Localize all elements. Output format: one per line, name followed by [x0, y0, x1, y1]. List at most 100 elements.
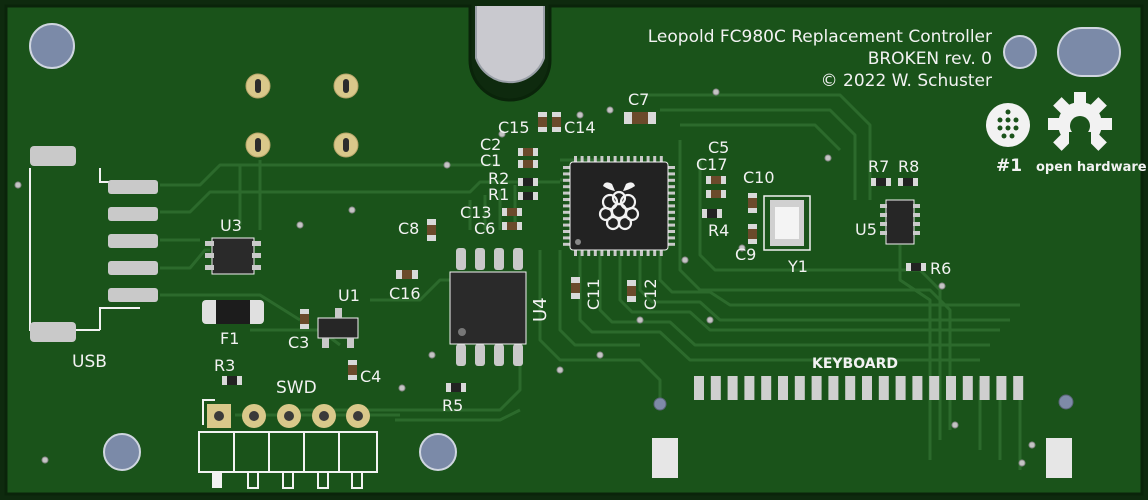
- mcu-pin: [659, 249, 663, 256]
- open-hardware-label: open hardware: [1036, 160, 1147, 175]
- c1-label: C1: [480, 151, 501, 170]
- mcu-pin: [620, 156, 624, 163]
- keyboard-connector-pad: [1013, 376, 1024, 400]
- keyboard-connector-pad: [744, 376, 755, 400]
- c8-capacitor: [427, 219, 436, 241]
- edition-label: #1: [996, 156, 1022, 176]
- c16-label: C16: [389, 284, 421, 303]
- mcu-pin: [667, 178, 675, 182]
- c6-capacitor: [502, 222, 522, 230]
- keyboard-connector-pad: [862, 376, 872, 400]
- u5-ic: [880, 199, 920, 245]
- c14-label: C14: [564, 118, 596, 137]
- mcu-pin: [607, 249, 610, 256]
- board-copyright: © 2022 W. Schuster: [821, 71, 992, 91]
- mcu-pin: [563, 236, 571, 240]
- keyboard-connector-pad: [962, 376, 973, 400]
- r5-resistor: [446, 383, 466, 392]
- board-title: Leopold FC980C Replacement Controller: [648, 27, 992, 47]
- c9-capacitor: [748, 224, 757, 244]
- keyboard-connector-pad: [727, 376, 738, 400]
- r4-label: R4: [708, 221, 729, 240]
- keyboard-connector-pad: [794, 376, 805, 400]
- c4-capacitor: [348, 360, 357, 380]
- r8-label: R8: [898, 157, 919, 176]
- c13-capacitor: [502, 208, 522, 216]
- keyboard-connector-pad: [710, 376, 721, 400]
- swd-header: [198, 399, 378, 489]
- mcu-pin: [563, 191, 571, 195]
- c11-capacitor: [571, 277, 580, 299]
- keyboard-connector-tab-left: [652, 438, 678, 478]
- mcu-pin: [646, 249, 650, 256]
- c15-label: C15: [498, 118, 530, 137]
- r5-label: R5: [442, 396, 463, 415]
- r7-label: R7: [868, 157, 889, 176]
- u1-regulator: [317, 308, 359, 348]
- mcu-pin: [593, 249, 597, 256]
- mcu-pin: [667, 210, 675, 214]
- mcu-pin: [607, 156, 610, 163]
- r8-resistor: [898, 178, 918, 186]
- mcu-pin: [600, 249, 604, 256]
- mounting-hole-bottom-mid: [419, 433, 457, 471]
- keyboard-connector-pad: [895, 376, 906, 400]
- mcu-pin: [563, 210, 571, 214]
- mcu-pin: [620, 249, 624, 256]
- c15-capacitor: [538, 112, 547, 132]
- c2-label: C2: [480, 135, 501, 154]
- vias: [14, 88, 1074, 467]
- edition-badge-icon: [986, 103, 1030, 147]
- r1-label: R1: [488, 185, 509, 204]
- mcu-pins: [563, 156, 675, 256]
- mcu-pin: [593, 156, 597, 163]
- r4-resistor: [702, 209, 722, 218]
- r1-resistor: [518, 192, 538, 200]
- mcu-pin: [613, 249, 617, 256]
- mcu-pin: [563, 166, 571, 169]
- mcu-pin: [667, 242, 675, 246]
- keyboard-connector-pad: [912, 376, 923, 400]
- c1-capacitor: [518, 160, 538, 168]
- copper-traces: [160, 93, 1022, 470]
- r2-resistor: [518, 178, 538, 186]
- mcu-pin: [667, 172, 675, 176]
- mcu-pin: [626, 249, 630, 256]
- u3-ic: [205, 237, 261, 275]
- keyboard-connector-pad: [979, 376, 990, 400]
- mcu-pin: [640, 156, 643, 163]
- f1-label: F1: [220, 329, 239, 348]
- c3-capacitor: [300, 309, 309, 329]
- c17-capacitor: [706, 190, 726, 198]
- mcu-pin: [667, 166, 675, 169]
- mounting-hole-top-left: [29, 23, 75, 69]
- mcu-pin: [563, 178, 571, 182]
- mcu-pin: [563, 204, 571, 208]
- mcu-pin: [653, 156, 657, 163]
- keyboard-connector-pads: [694, 376, 1024, 400]
- c10-label: C10: [743, 168, 775, 187]
- u3-label: U3: [220, 216, 242, 235]
- mcu-pin: [667, 185, 675, 189]
- mcu-pin: [640, 249, 643, 256]
- r3-label: R3: [214, 356, 235, 375]
- r7-resistor: [871, 178, 891, 186]
- mcu-pin: [633, 156, 637, 163]
- r2-label: R2: [488, 169, 509, 188]
- c17-label: C17: [696, 155, 728, 174]
- mcu-pin: [613, 156, 617, 163]
- c16-capacitor: [396, 270, 418, 279]
- mcu-pin: [574, 249, 577, 256]
- mcu-pin: [563, 230, 571, 233]
- c8-label: C8: [398, 219, 419, 238]
- mounting-hole-top-right-small: [1003, 35, 1037, 69]
- c14-capacitor: [552, 112, 561, 132]
- mounting-holes: [29, 23, 1121, 471]
- mcu-pin: [667, 204, 675, 208]
- y1-crystal: [763, 195, 811, 251]
- usb-connector: [29, 146, 158, 342]
- usb-label: USB: [72, 352, 107, 372]
- c7-label: C7: [628, 90, 649, 109]
- mcu-pin: [580, 249, 584, 256]
